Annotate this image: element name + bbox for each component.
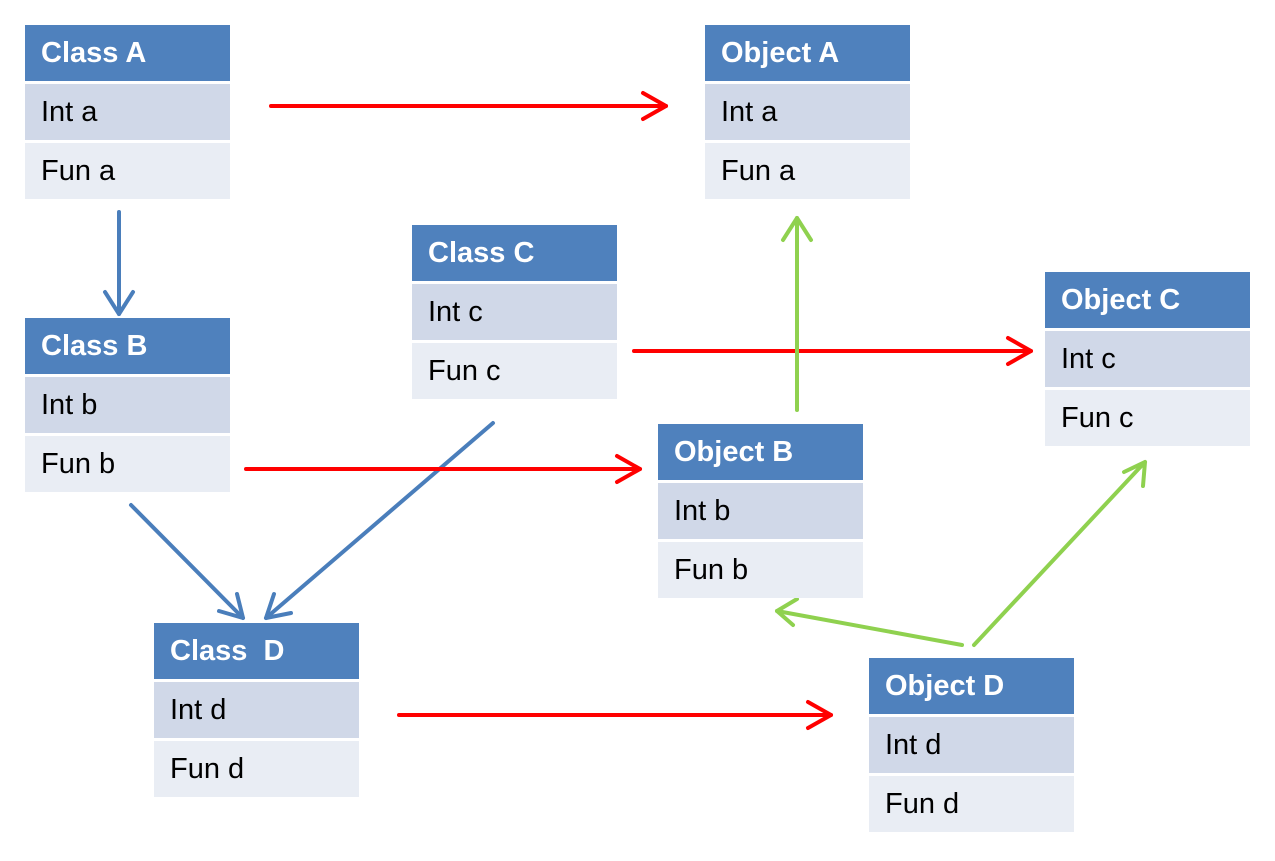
object-c-box: Object C Int c Fun c — [1045, 272, 1250, 446]
class-c-field: Int c — [412, 284, 617, 340]
edge-class-c-to-class-d — [264, 421, 495, 620]
class-d-field: Int d — [154, 682, 359, 738]
object-a-field: Int a — [705, 84, 910, 140]
class-a-box: Class A Int a Fun a — [25, 25, 230, 199]
class-b-method: Fun b — [25, 436, 230, 492]
class-a-header: Class A — [25, 25, 230, 81]
object-a-header: Object A — [705, 25, 910, 81]
class-d-box: Class D Int d Fun d — [154, 623, 359, 797]
class-a-method: Fun a — [25, 143, 230, 199]
class-d-header: Class D — [154, 623, 359, 679]
edge-object-b-to-object-a — [781, 216, 813, 412]
object-c-header: Object C — [1045, 272, 1250, 328]
class-c-header: Class C — [412, 225, 617, 281]
edge-object-d-to-object-c — [972, 460, 1147, 647]
object-a-box: Object A Int a Fun a — [705, 25, 910, 199]
object-a-method: Fun a — [705, 143, 910, 199]
edge-class-b-to-object-b — [244, 454, 642, 484]
object-d-header: Object D — [869, 658, 1074, 714]
edge-class-a-to-class-b — [103, 210, 135, 316]
object-d-box: Object D Int d Fun d — [869, 658, 1074, 832]
class-c-box: Class C Int c Fun c — [412, 225, 617, 399]
edge-class-d-to-object-d — [397, 700, 833, 730]
object-d-field: Int d — [869, 717, 1074, 773]
class-b-header: Class B — [25, 318, 230, 374]
class-a-field: Int a — [25, 84, 230, 140]
class-b-field: Int b — [25, 377, 230, 433]
object-c-field: Int c — [1045, 331, 1250, 387]
class-c-method: Fun c — [412, 343, 617, 399]
object-b-box: Object B Int b Fun b — [658, 424, 863, 598]
edge-object-d-to-object-b — [775, 597, 964, 647]
edge-class-a-to-object-a — [269, 91, 668, 121]
object-d-method: Fun d — [869, 776, 1074, 832]
object-c-method: Fun c — [1045, 390, 1250, 446]
edge-class-c-to-object-c — [632, 336, 1033, 366]
edge-class-b-to-class-d — [129, 503, 245, 620]
object-b-field: Int b — [658, 483, 863, 539]
class-d-method: Fun d — [154, 741, 359, 797]
object-b-method: Fun b — [658, 542, 863, 598]
object-b-header: Object B — [658, 424, 863, 480]
class-b-box: Class B Int b Fun b — [25, 318, 230, 492]
